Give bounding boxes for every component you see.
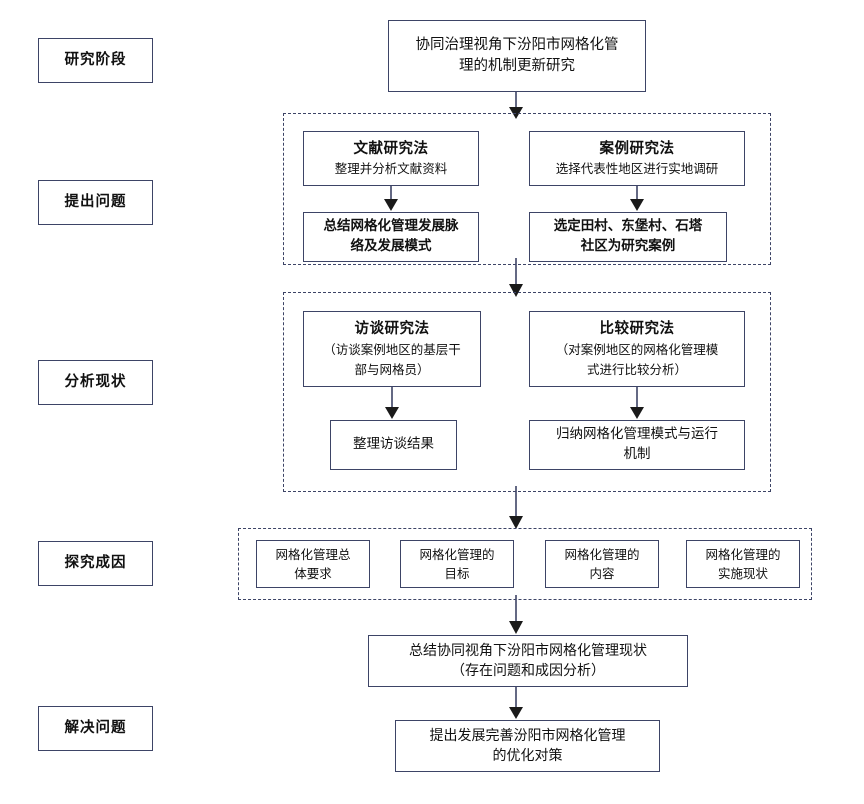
result-line-1: 选定田村、东堡村、石塔: [553, 218, 703, 235]
method-subtitle-line-1: （访谈案例地区的基层干: [323, 342, 461, 358]
cause-line-1: 网格化管理的: [419, 546, 495, 562]
method-title: 比较研究法: [599, 321, 675, 338]
result-line-2: 络及发展模式: [350, 238, 432, 254]
result-box-management-model: 归纳网格化管理模式与运行 机制: [529, 420, 745, 470]
stage-label-text: 提出问题: [64, 193, 127, 210]
stage-label-propose-problem: 提出问题: [38, 180, 153, 225]
method-box-case-research: 案例研究法 选择代表性地区进行实地调研: [529, 131, 745, 186]
method-title: 案例研究法: [599, 140, 675, 157]
cause-line-1: 网格化管理的: [564, 546, 640, 562]
solution-line-2: 的优化对策: [492, 748, 563, 764]
cause-box-implementation-status: 网格化管理的 实施现状: [686, 540, 800, 588]
result-box-interview-summary: 整理访谈结果: [330, 420, 457, 470]
arrow-interview-to-result: [383, 387, 401, 420]
cause-line-2: 目标: [444, 566, 470, 581]
arrow-causes-to-summary: [507, 595, 525, 635]
stage-label-text: 解决问题: [64, 719, 127, 736]
section-analyze-status-group: [283, 292, 771, 492]
arrow-propose-to-analyze: [507, 258, 525, 298]
result-box-selected-cases: 选定田村、东堡村、石塔 社区为研究案例: [529, 212, 727, 262]
stage-label-solve-problem: 解决问题: [38, 706, 153, 751]
cause-box-overall-requirements: 网格化管理总 体要求: [256, 540, 370, 588]
result-box-development-context: 总结网格化管理发展脉 络及发展模式: [303, 212, 479, 262]
solution-line-1: 提出发展完善汾阳市网格化管理: [429, 727, 626, 744]
stage-label-research-phase: 研究阶段: [38, 38, 153, 83]
section-propose-problem-group: [283, 113, 771, 265]
solution-box-optimization-measures: 提出发展完善汾阳市网格化管理 的优化对策: [395, 720, 660, 772]
cause-box-objectives: 网格化管理的 目标: [400, 540, 514, 588]
research-title-line-2: 理的机制更新研究: [459, 58, 575, 74]
result-line-1: 总结网格化管理发展脉: [323, 218, 459, 235]
method-box-comparative-research: 比较研究法 （对案例地区的网格化管理模 式进行比较分析）: [529, 311, 745, 387]
method-subtitle: 整理并分析文献资料: [334, 160, 448, 176]
arrow-analyze-to-causes: [507, 486, 525, 530]
method-subtitle-line-2: 部与网格员）: [354, 361, 430, 377]
result-line-1: 归纳网格化管理模式与运行: [556, 426, 718, 443]
research-title-box: 协同治理视角下汾阳市网格化管 理的机制更新研究: [388, 20, 646, 92]
method-box-literature-research: 文献研究法 整理并分析文献资料: [303, 131, 479, 186]
cause-line-1: 网格化管理的: [705, 546, 781, 562]
method-box-interview-research: 访谈研究法 （访谈案例地区的基层干 部与网格员）: [303, 311, 481, 387]
method-subtitle-line-2: 式进行比较分析）: [586, 361, 687, 377]
section-explore-causes-group: [238, 528, 812, 600]
cause-line-1: 网格化管理总: [275, 546, 351, 562]
cause-line-2: 内容: [589, 566, 615, 581]
stage-label-text: 探究成因: [64, 554, 127, 571]
method-title: 访谈研究法: [354, 321, 430, 338]
stage-label-text: 分析现状: [64, 373, 127, 390]
arrow-literature-to-result: [382, 186, 400, 212]
summary-line-2: （存在问题和成因分析）: [451, 663, 605, 679]
arrow-case-to-result: [628, 186, 646, 212]
result-line-2: 机制: [623, 446, 651, 462]
result-text: 整理访谈结果: [353, 436, 434, 453]
summary-box-current-status: 总结协同视角下汾阳市网格化管理现状 （存在问题和成因分析）: [368, 635, 688, 687]
summary-line-1: 总结协同视角下汾阳市网格化管理现状: [409, 642, 647, 659]
stage-label-analyze-status: 分析现状: [38, 360, 153, 405]
arrow-summary-to-solution: [507, 687, 525, 720]
method-subtitle: 选择代表性地区进行实地调研: [555, 160, 719, 176]
method-subtitle-line-1: （对案例地区的网格化管理模: [555, 342, 719, 358]
arrow-comparative-to-result: [628, 387, 646, 420]
method-title: 文献研究法: [353, 140, 429, 157]
cause-box-contents: 网格化管理的 内容: [545, 540, 659, 588]
cause-line-2: 实施现状: [717, 566, 768, 581]
research-title-line-1: 协同治理视角下汾阳市网格化管: [415, 36, 619, 53]
result-line-2: 社区为研究案例: [580, 238, 676, 254]
cause-line-2: 体要求: [294, 566, 332, 581]
stage-label-explore-causes: 探究成因: [38, 541, 153, 586]
stage-label-text: 研究阶段: [64, 51, 127, 68]
